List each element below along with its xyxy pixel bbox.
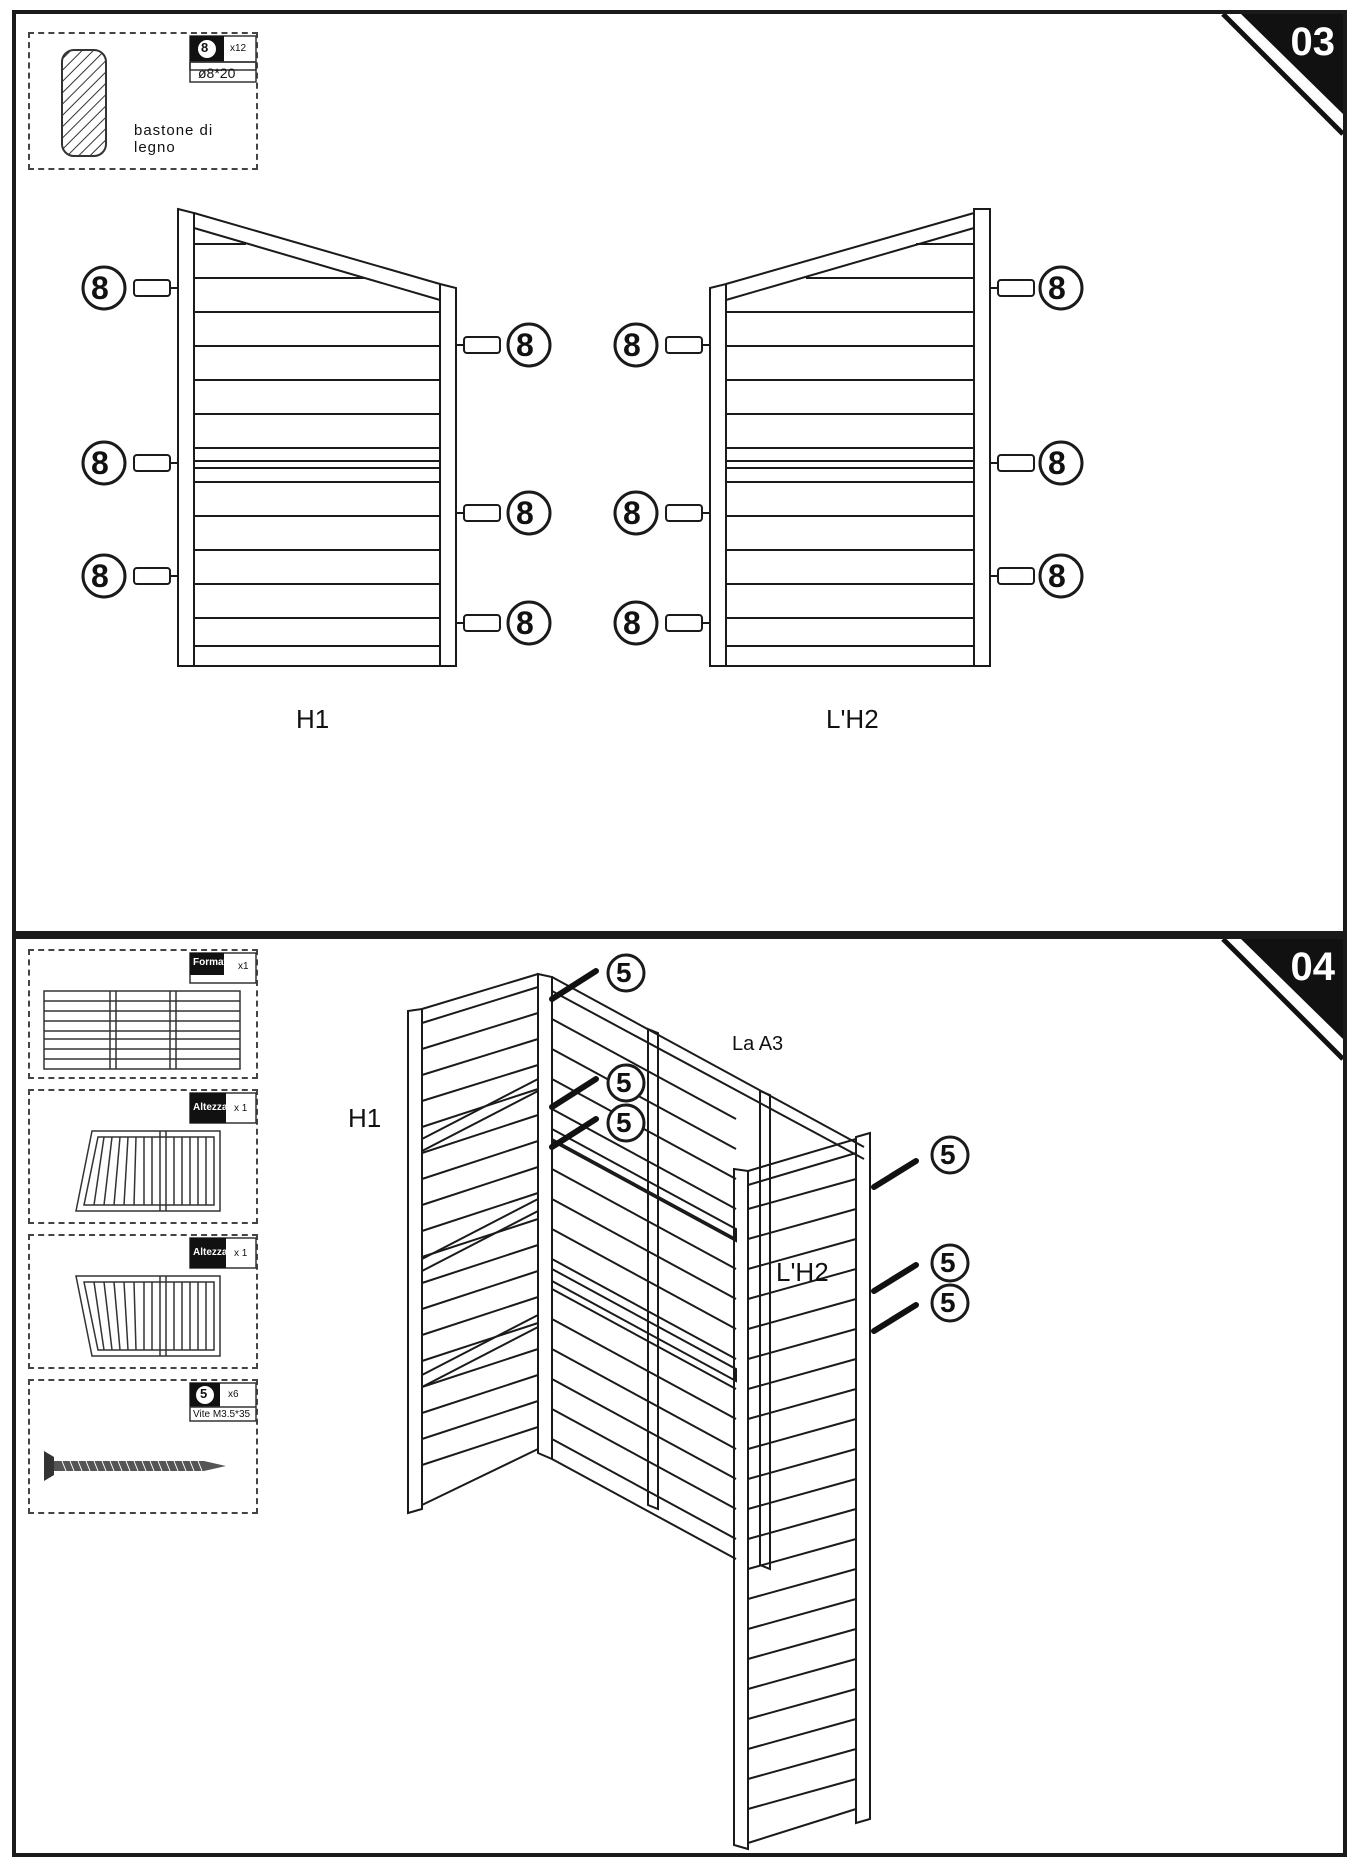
part-number-badge: 8 — [201, 40, 209, 55]
part-box-side-wall-1: Altezza x 1 — [28, 1089, 258, 1224]
part-qty: x6 — [228, 1389, 239, 1400]
h1-panel-drawing — [81, 207, 1084, 667]
callout-8: 8 — [91, 270, 109, 306]
part-box-side-wall-2: Altezza x 1 — [28, 1234, 258, 1369]
part-qty: x12 — [230, 43, 247, 54]
part-tag: Formato — [190, 953, 233, 975]
callout-8: 8 — [1048, 445, 1066, 481]
part-number-badge: 5 — [200, 1386, 208, 1401]
callout-5: 5 — [616, 957, 632, 988]
callout-5: 5 — [616, 1067, 632, 1098]
part-box-screw: 5 x6 Vite M3.5*35 — [28, 1379, 258, 1514]
part-box-front-wall: Formato x1 — [28, 949, 258, 1079]
callout-5: 5 — [616, 1107, 632, 1138]
callout-8: 8 — [516, 495, 534, 531]
callout-5: 5 — [940, 1287, 956, 1318]
step-03-panel: 03 8 x12 ø8*20 bastone di legno — [12, 10, 1347, 935]
callout-8: 8 — [91, 558, 109, 594]
part-box-wooden-dowel: 8 x12 ø8*20 bastone di legno — [28, 32, 258, 170]
label-h2: L'H2 — [776, 1257, 829, 1287]
step-badge: 03 — [1203, 14, 1343, 154]
label-a3: La A3 — [732, 1033, 784, 1055]
label-h1: H1 — [348, 1103, 382, 1133]
callout-5: 5 — [940, 1247, 956, 1278]
callout-8: 8 — [623, 495, 641, 531]
part-name: bastone di legno — [134, 122, 214, 156]
callout-5: 5 — [940, 1139, 956, 1170]
assembly-drawing — [407, 953, 970, 1851]
part-tag: Altezza — [190, 1093, 227, 1123]
callout-8: 8 — [91, 445, 109, 481]
part-qty: x 1 — [234, 1103, 248, 1114]
part-name: Vite M3.5*35 — [193, 1409, 251, 1420]
panel-label-h1: H1 — [296, 704, 330, 734]
panel-label-h2: L'H2 — [826, 704, 879, 734]
part-tag: Altezza — [190, 1238, 227, 1268]
callout-8: 8 — [1048, 270, 1066, 306]
part-size: ø8*20 — [198, 65, 236, 81]
part-qty: x1 — [238, 961, 249, 972]
part-qty: x 1 — [234, 1248, 248, 1259]
screw-icon — [44, 1451, 226, 1481]
callout-8: 8 — [516, 605, 534, 641]
callout-8: 8 — [623, 605, 641, 641]
callout-8: 8 — [516, 327, 534, 363]
step-number: 03 — [1290, 20, 1336, 64]
step-04-panel: 04 Formato x1 — [12, 935, 1347, 1857]
step-badge: 04 — [1203, 939, 1343, 1079]
callout-8: 8 — [1048, 558, 1066, 594]
step-number: 04 — [1290, 945, 1336, 989]
callout-8: 8 — [623, 327, 641, 363]
